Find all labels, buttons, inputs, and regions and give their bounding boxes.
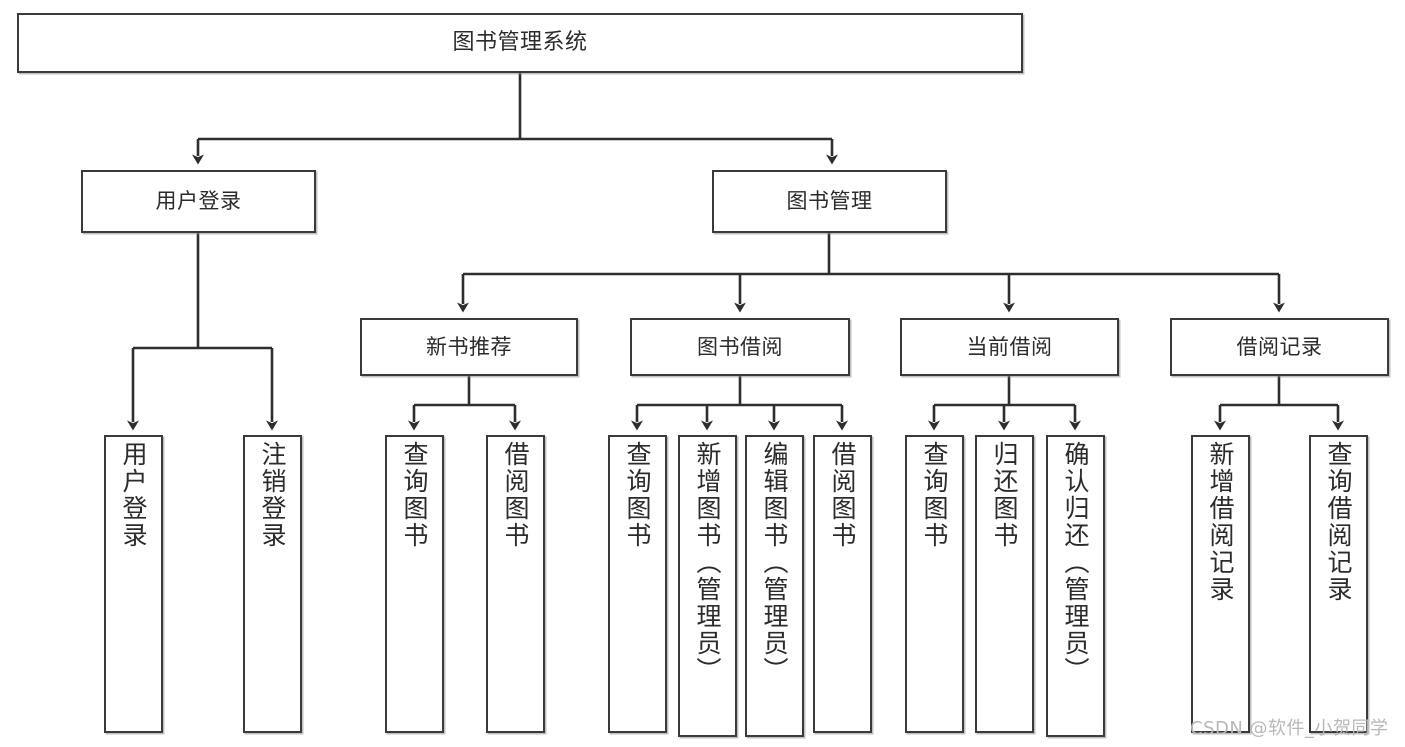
node-root-label: 图书管理系统 (452, 30, 588, 56)
leaf-logout-label: 注销登录 (258, 441, 287, 549)
leaf-edit-book[interactable]: 编辑图书（管理员） (745, 435, 804, 737)
leaf-user-login[interactable]: 用户登录 (104, 435, 163, 733)
leaf-edit-book-label: 编辑图书（管理员） (760, 441, 789, 684)
leaf-borrow-book-1[interactable]: 借阅图书 (486, 435, 545, 733)
node-borrow-record[interactable]: 借阅记录 (1170, 318, 1389, 376)
leaf-add-record[interactable]: 新增借阅记录 (1191, 435, 1250, 733)
leaf-query-book-3-label: 查询图书 (920, 441, 949, 549)
node-book-management[interactable]: 图书管理 (712, 170, 947, 233)
node-new-book-recommend[interactable]: 新书推荐 (360, 318, 578, 376)
leaf-borrow-book-2[interactable]: 借阅图书 (813, 435, 872, 733)
leaf-borrow-book-2-label: 借阅图书 (828, 441, 857, 549)
node-book-borrow-label: 图书借阅 (697, 334, 783, 359)
leaf-user-login-label: 用户登录 (119, 441, 148, 549)
leaf-logout[interactable]: 注销登录 (243, 435, 302, 733)
leaf-return-book[interactable]: 归还图书 (975, 435, 1034, 733)
leaf-query-book-3[interactable]: 查询图书 (905, 435, 964, 733)
leaf-add-book[interactable]: 新增图书（管理员） (678, 435, 737, 737)
node-current-borrow[interactable]: 当前借阅 (900, 318, 1119, 376)
leaf-query-book-1-label: 查询图书 (400, 441, 429, 549)
node-current-borrow-label: 当前借阅 (966, 334, 1053, 359)
leaf-return-book-label: 归还图书 (990, 441, 1019, 549)
leaf-add-book-label: 新增图书（管理员） (693, 441, 722, 684)
node-borrow-record-label: 借阅记录 (1236, 334, 1323, 359)
leaf-query-record[interactable]: 查询借阅记录 (1309, 435, 1368, 733)
leaf-confirm-return[interactable]: 确认归还（管理员） (1046, 435, 1105, 737)
node-root[interactable]: 图书管理系统 (17, 13, 1023, 73)
node-user-login[interactable]: 用户登录 (81, 170, 316, 233)
csdn-watermark: CSDN @软件_小贺同学 (1190, 718, 1389, 739)
leaf-borrow-book-1-label: 借阅图书 (501, 441, 530, 549)
leaf-query-book-2[interactable]: 查询图书 (608, 435, 667, 733)
node-user-login-label: 用户登录 (155, 189, 242, 214)
node-book-borrow[interactable]: 图书借阅 (630, 318, 850, 376)
leaf-query-record-label: 查询借阅记录 (1324, 441, 1353, 603)
leaf-query-book-2-label: 查询图书 (623, 441, 652, 549)
node-book-management-label: 图书管理 (786, 189, 873, 214)
leaf-query-book-1[interactable]: 查询图书 (385, 435, 444, 733)
leaf-add-record-label: 新增借阅记录 (1206, 441, 1235, 603)
node-new-book-recommend-label: 新书推荐 (426, 334, 512, 359)
leaf-confirm-return-label: 确认归还（管理员） (1061, 441, 1090, 684)
